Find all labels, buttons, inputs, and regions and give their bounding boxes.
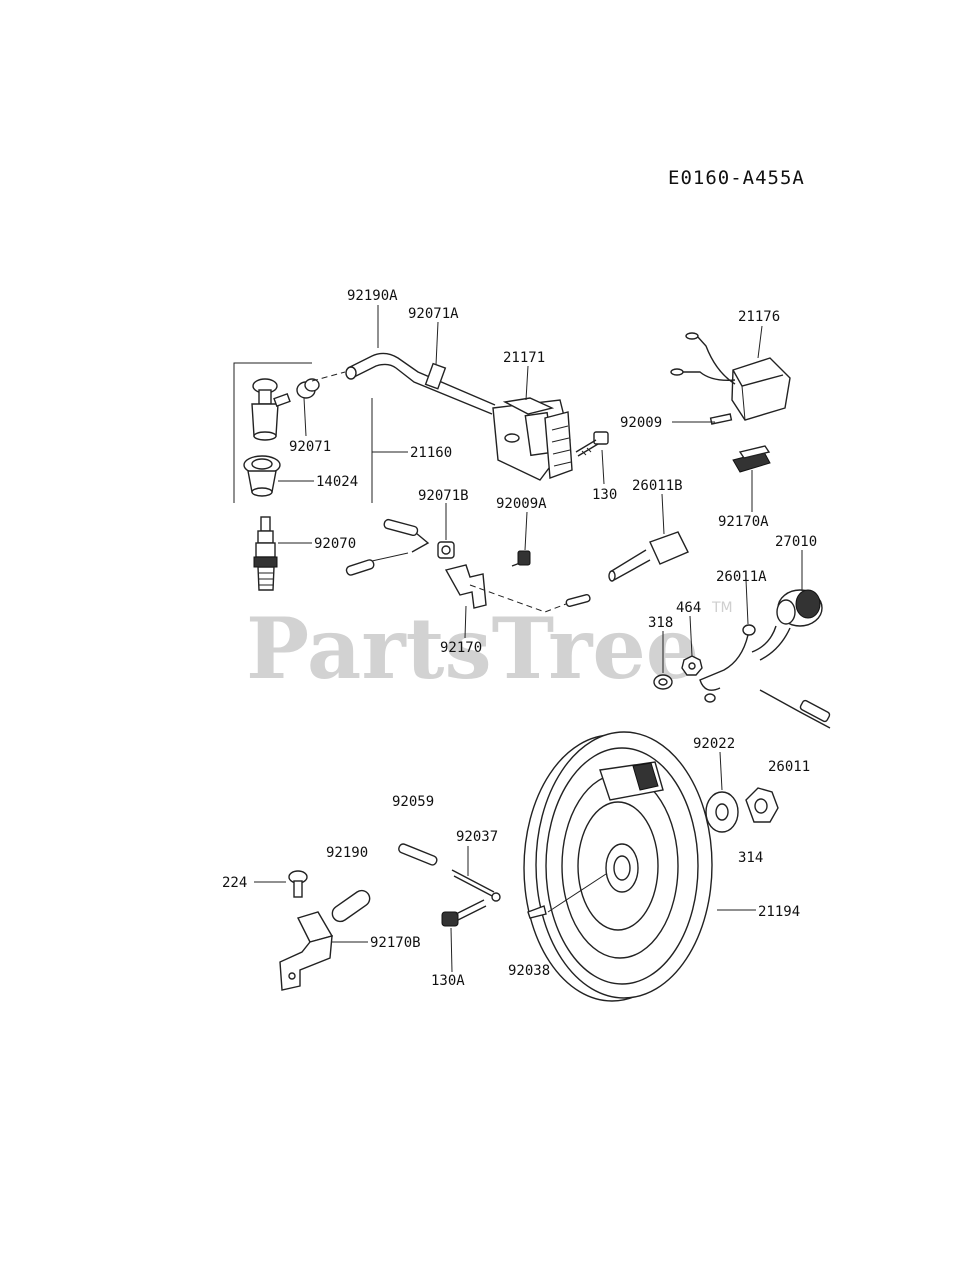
nut-318-part (653, 674, 673, 690)
nut-26011-part (745, 787, 779, 823)
label-92038[interactable]: 92038 (508, 963, 550, 979)
part-labels: 92190A 92071A 21171 21176 92071 21160 14… (222, 288, 817, 989)
label-224[interactable]: 224 (222, 875, 247, 891)
label-21176[interactable]: 21176 (738, 309, 780, 325)
watermark-trademark: TM (711, 600, 733, 616)
label-92009[interactable]: 92009 (620, 415, 662, 431)
label-92170[interactable]: 92170 (440, 640, 482, 656)
label-92070[interactable]: 92070 (314, 536, 356, 552)
label-14024[interactable]: 14024 (316, 474, 358, 490)
ignition-unit-part (670, 332, 791, 425)
bracket-92170B-part (279, 911, 334, 991)
label-92170B[interactable]: 92170B (370, 935, 421, 951)
lead-26011B-part (608, 531, 689, 582)
label-314[interactable]: 314 (738, 850, 763, 866)
diagram-code: E0160-A455A (668, 167, 805, 189)
label-92071[interactable]: 92071 (289, 439, 331, 455)
label-21194[interactable]: 21194 (758, 904, 800, 920)
seal-92071-part (296, 378, 320, 399)
screw-224-part (288, 870, 308, 898)
lead-26011A-part (699, 624, 756, 703)
flywheel-part (523, 731, 713, 1002)
label-130[interactable]: 130 (592, 487, 617, 503)
pin-92059-part (398, 843, 438, 866)
label-130A[interactable]: 130A (431, 973, 465, 989)
collar-92190-part (331, 889, 371, 923)
label-92190A[interactable]: 92190A (347, 288, 398, 304)
ht-lead-part (311, 352, 496, 415)
bolt-130A-part (441, 899, 487, 927)
label-92071B[interactable]: 92071B (418, 488, 469, 504)
watermark: PartsTree (246, 599, 699, 698)
lock-washer-464-part (681, 655, 703, 676)
leader-lines (254, 305, 803, 973)
label-464[interactable]: 464 (676, 600, 701, 616)
label-92022[interactable]: 92022 (693, 736, 735, 752)
ignition-coil-part (492, 397, 573, 481)
clip-92170A-part (732, 445, 771, 473)
label-318[interactable]: 318 (648, 615, 673, 631)
label-92170A[interactable]: 92170A (718, 514, 769, 530)
label-21160[interactable]: 21160 (410, 445, 452, 461)
label-26011A[interactable]: 26011A (716, 569, 767, 585)
label-92059[interactable]: 92059 (392, 794, 434, 810)
label-27010[interactable]: 27010 (775, 534, 817, 550)
spark-plug-part (253, 516, 278, 591)
bolt-130-part (575, 431, 609, 457)
stud-92037-part (451, 869, 501, 902)
washer-92022-part (705, 791, 739, 833)
label-21171[interactable]: 21171 (503, 350, 545, 366)
label-92037[interactable]: 92037 (456, 829, 498, 845)
plug-cap-part (251, 378, 291, 441)
label-26011B[interactable]: 26011B (632, 478, 683, 494)
boot-14024-part (243, 455, 281, 497)
label-92071A[interactable]: 92071A (408, 306, 459, 322)
stop-terminal-part (345, 518, 591, 613)
label-26011[interactable]: 26011 (768, 759, 810, 775)
switch-27010-part (751, 589, 831, 729)
key-92038-part (527, 905, 547, 919)
label-92190[interactable]: 92190 (326, 845, 368, 861)
group-bracket-lines (233, 362, 373, 503)
label-92009A[interactable]: 92009A (496, 496, 547, 512)
